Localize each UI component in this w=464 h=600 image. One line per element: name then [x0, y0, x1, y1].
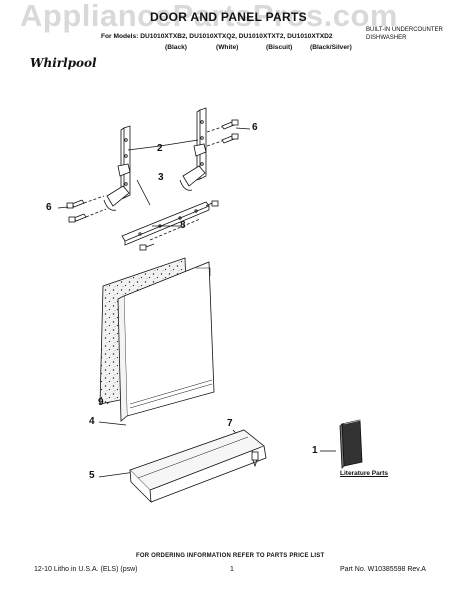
litho-info: 12-10 Litho in U.S.A. (ELS) (psw) [34, 566, 138, 573]
whirlpool-logo: Whirlpool [30, 56, 97, 70]
right-hinge-screws [206, 119, 239, 147]
literature-parts-label: Literature Parts [340, 470, 389, 477]
callout-7: 7 [227, 418, 233, 429]
color-black-silver: (Black/Silver) [310, 44, 352, 51]
callout-4: 4 [89, 416, 95, 427]
toe-panel-screw [251, 451, 259, 468]
callout-3: 3 [158, 172, 164, 183]
product-line-2: DISHWASHER [366, 35, 407, 41]
callout-6-left: 6 [46, 202, 52, 213]
part-number: Part No. W10385598 Rev.A [340, 566, 426, 573]
callout-9: 9 [98, 397, 104, 408]
watermark-text: AppliancePartsPros.com [20, 0, 398, 33]
left-door-hinge-bracket [103, 125, 131, 211]
mounting-rail [121, 201, 210, 246]
left-hinge-screws [66, 195, 107, 223]
page-number: 1 [230, 566, 234, 573]
color-black: (Black) [165, 44, 187, 51]
page-title: DOOR AND PANEL PARTS [150, 10, 307, 24]
door-outer-panel [117, 261, 215, 422]
right-door-hinge-bracket [179, 107, 207, 191]
rail-screws [139, 200, 219, 251]
callout-6-right: 6 [252, 122, 258, 133]
color-biscuit: (Biscuit) [266, 44, 293, 51]
callout-1: 1 [312, 445, 318, 456]
callout-5: 5 [89, 470, 95, 481]
ordering-info: FOR ORDERING INFORMATION REFER TO PARTS … [136, 553, 325, 559]
literature-booklet [339, 419, 363, 469]
toe-panel [129, 429, 267, 504]
product-line-1: BUILT-IN UNDERCOUNTER [366, 27, 443, 33]
color-white: (White) [216, 44, 239, 51]
callout-2: 2 [157, 143, 163, 154]
callout-8: 8 [180, 220, 186, 231]
models-line: For Models: DU1010XTXB2, DU1010XTXQ2, DU… [101, 33, 333, 40]
